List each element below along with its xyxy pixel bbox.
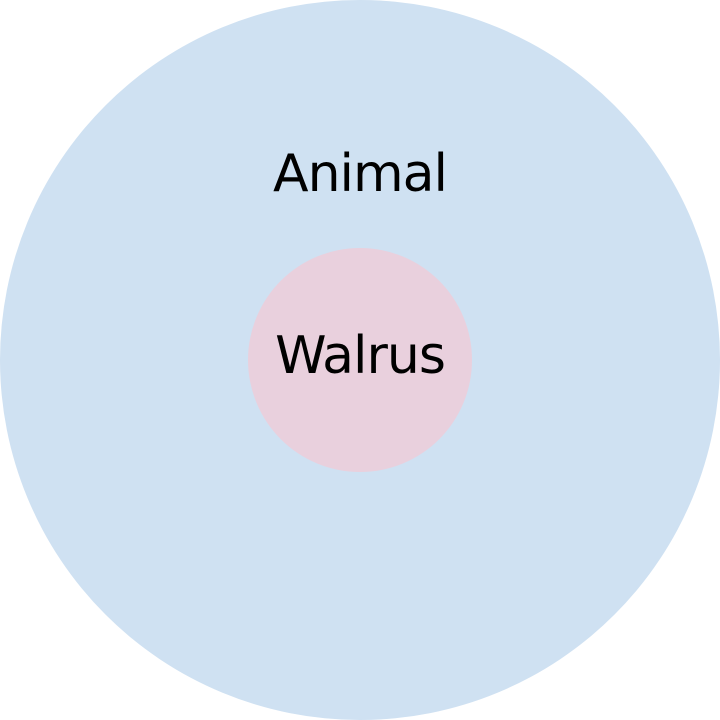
outer-circle-label: Animal <box>273 144 448 204</box>
inner-circle-label: Walrus <box>275 326 446 386</box>
inner-circle-walrus <box>248 248 472 472</box>
